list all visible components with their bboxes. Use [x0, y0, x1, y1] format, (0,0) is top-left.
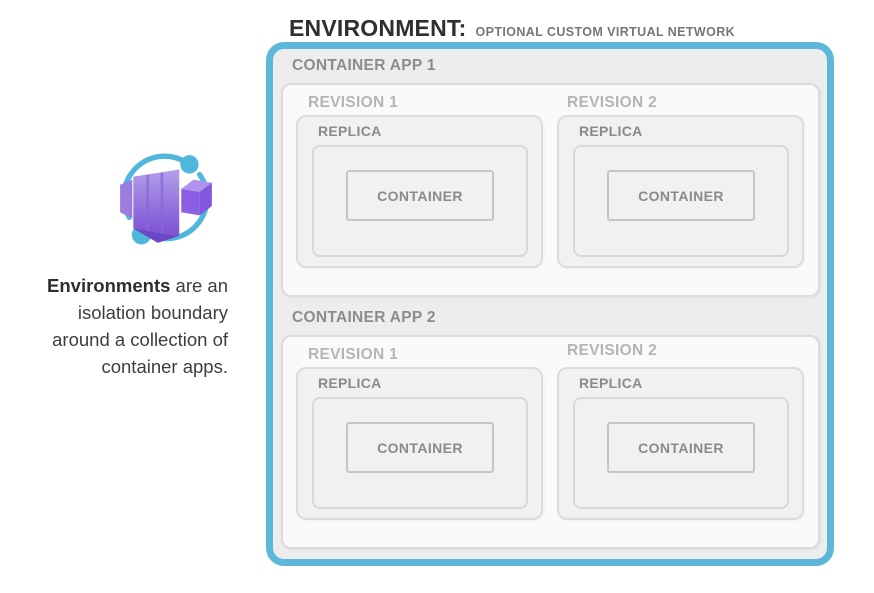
app1-revision-2-label: REVISION 2: [567, 94, 657, 111]
replica-label: REPLICA: [579, 375, 643, 391]
app2-revision-2-box: REPLICA CONTAINER: [557, 367, 804, 520]
container-box: CONTAINER: [346, 170, 494, 221]
container-cubes-icon: [120, 169, 212, 243]
app2-revision-1-label: REVISION 1: [308, 346, 398, 363]
replica-label: REPLICA: [318, 123, 382, 139]
app2-revision-1-box: REPLICA CONTAINER: [296, 367, 543, 520]
container-app-2-card: REVISION 1 REPLICA CONTAINER REVISION 2 …: [281, 335, 820, 549]
description-line: Environments are an: [10, 272, 228, 299]
environment-title-qualifier: OPTIONAL CUSTOM VIRTUAL NETWORK: [475, 25, 736, 39]
app1-revision-1-box: REPLICA CONTAINER: [296, 115, 543, 268]
container-label: CONTAINER: [638, 439, 724, 456]
description-line: isolation boundary: [77, 302, 228, 323]
container-label: CONTAINER: [638, 187, 724, 204]
environment-box: CONTAINER APP 1 REVISION 1 REPLICA CONTA…: [266, 42, 834, 566]
container-label: CONTAINER: [377, 187, 463, 204]
environment-title: ENVIRONMENT: OPTIONAL CUSTOM VIRTUAL NET…: [289, 15, 735, 42]
container-app-2-label: CONTAINER APP 2: [292, 309, 436, 326]
replica-box: CONTAINER: [312, 145, 528, 257]
replica-box: CONTAINER: [573, 397, 789, 509]
environment-description: Environments are an isolation boundary a…: [10, 272, 228, 380]
description-line1-rest: are an: [170, 275, 228, 296]
description-bold-word: Environments: [47, 275, 171, 296]
replica-label: REPLICA: [579, 123, 643, 139]
replica-box: CONTAINER: [312, 397, 528, 509]
container-label: CONTAINER: [377, 439, 463, 456]
description-line: around a collection of: [52, 329, 228, 350]
app1-revision-1-label: REVISION 1: [308, 94, 398, 111]
azure-container-apps-icon: [120, 153, 212, 245]
replica-label: REPLICA: [318, 375, 382, 391]
description-line: container apps.: [101, 356, 228, 377]
container-box: CONTAINER: [607, 170, 755, 221]
app2-revision-2-label: REVISION 2: [567, 342, 657, 359]
environment-title-main: ENVIRONMENT:: [289, 15, 467, 41]
container-box: CONTAINER: [607, 422, 755, 473]
orbit-dot-top-icon: [180, 155, 199, 174]
container-app-1-card: REVISION 1 REPLICA CONTAINER REVISION 2 …: [281, 83, 820, 297]
app1-revision-2-box: REPLICA CONTAINER: [557, 115, 804, 268]
replica-box: CONTAINER: [573, 145, 789, 257]
container-app-1-label: CONTAINER APP 1: [292, 57, 436, 74]
container-box: CONTAINER: [346, 422, 494, 473]
